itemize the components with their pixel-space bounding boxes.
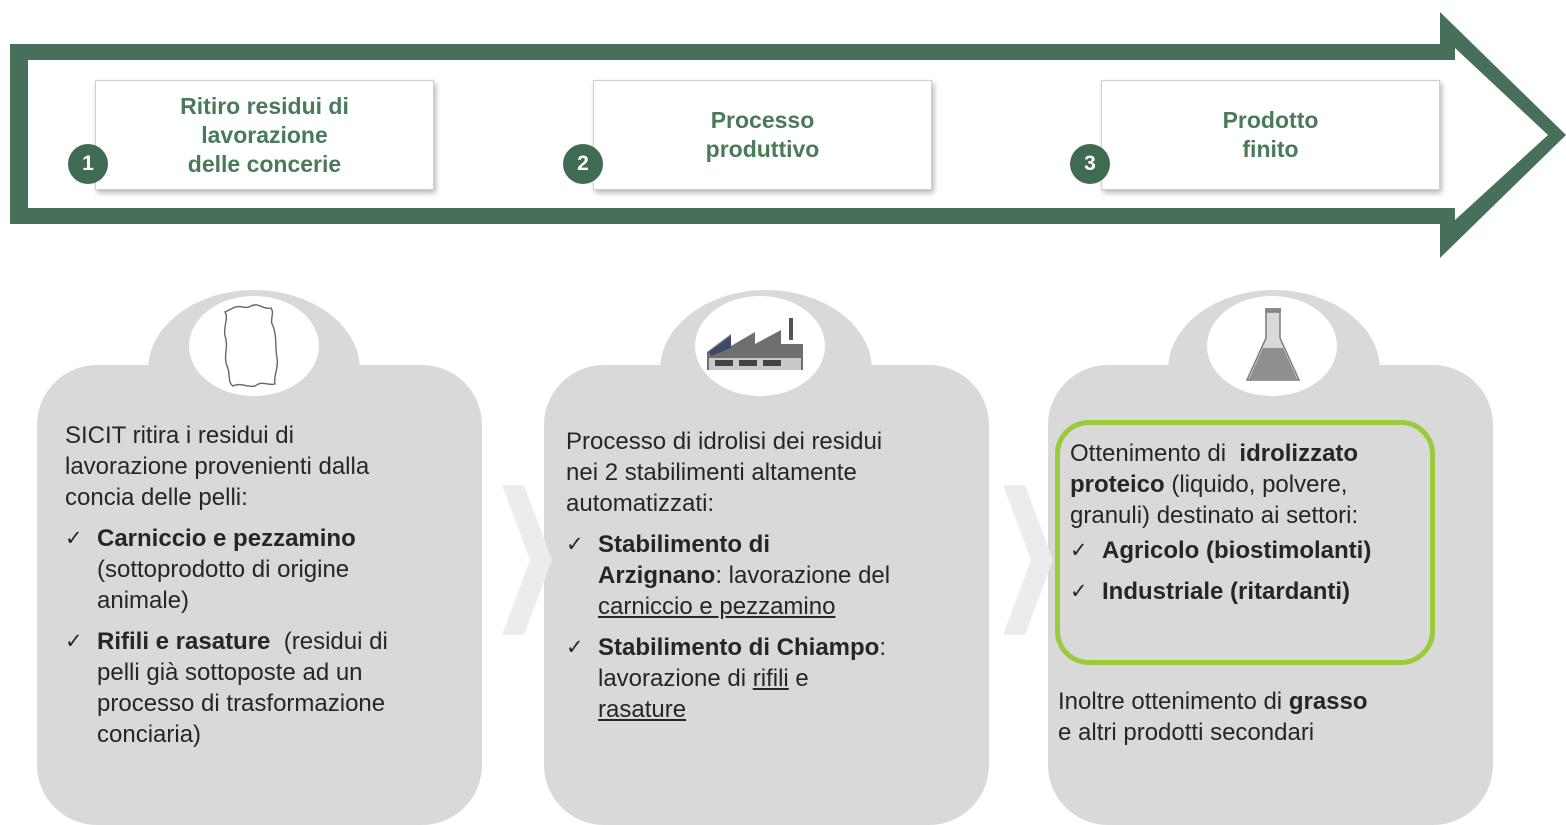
panel-3-extra-text: Inoltre ottenimento di grasso e altri pr… xyxy=(1058,686,1438,748)
panel-2-text: Processo di idrolisi dei residui nei 2 s… xyxy=(566,426,976,725)
panel-1-item-2-line: conciaria) xyxy=(97,721,202,748)
panel-3-extra-line: Inoltre ottenimento di xyxy=(1058,688,1289,715)
step-1-label-line1: Ritiro residui di xyxy=(180,92,349,119)
hide-icon xyxy=(223,304,279,388)
panel-2-item-2-bold: Stabilimento di Chiampo xyxy=(598,634,880,661)
step-1-number-badge: 1 xyxy=(68,144,108,184)
checkmark-icon: ✓ xyxy=(65,527,83,550)
panel-2 xyxy=(544,365,989,825)
panel-1-item-2-line: pelli già sottoposte ad un xyxy=(97,659,363,686)
process-arrow xyxy=(10,12,1566,258)
checkmark-icon: ✓ xyxy=(1070,539,1088,562)
step-1-label-line2: lavorazione xyxy=(201,121,328,148)
panel-2-item-2-rest: : xyxy=(879,634,887,661)
panel-3-intro-line: granuli) destinato ai settori: xyxy=(1070,502,1359,529)
step-2-number-badge: 2 xyxy=(563,144,603,184)
panel-1-text: SICIT ritira i residui di lavorazione pr… xyxy=(65,420,465,750)
panel-3-extra-line: e altri prodotti secondari xyxy=(1058,719,1315,746)
panel-2-intro-line: Processo di idrolisi dei residui xyxy=(566,428,883,455)
step-3-label-line2: finito xyxy=(1242,136,1299,162)
step-3-label-line1: Prodotto xyxy=(1222,107,1319,133)
flask-icon xyxy=(1245,308,1301,381)
panel-3-text: Ottenimento di idrolizzato proteico (liq… xyxy=(1070,438,1415,607)
panel-1-intro-line: concia delle pelli: xyxy=(65,484,248,511)
step-2-box: Processo produttivo xyxy=(593,80,932,190)
panel-3-item-1-bold: Agricolo (biostimolanti) xyxy=(1102,537,1372,564)
panel-1-intro-line: lavorazione provenienti dalla xyxy=(65,453,370,480)
chevron-right-icon xyxy=(1003,485,1053,635)
chevron-right-icon xyxy=(502,485,552,635)
panel-3-intro-text: (liquido, polvere, xyxy=(1164,471,1348,498)
panel-1-item-2-bold: Rifili e rasature xyxy=(97,628,271,655)
step-2-label-line2: produttivo xyxy=(705,136,820,162)
panel-3-icon-oval xyxy=(1207,296,1337,396)
panel-3-item-2-bold: Industriale (ritardanti) xyxy=(1102,578,1351,605)
panel-1-item-2-line: processo di trasformazione xyxy=(97,690,386,717)
checkmark-icon: ✓ xyxy=(566,533,584,556)
panel-2-item-1-rest: : lavorazione del xyxy=(715,562,891,589)
panel-2-intro-line: automatizzati: xyxy=(566,490,715,517)
step-3-number-badge: 3 xyxy=(1070,144,1110,184)
panel-1-item-1: ✓ Carniccio e pezzamino (sottoprodotto d… xyxy=(65,523,465,616)
checkmark-icon: ✓ xyxy=(65,630,83,653)
panel-2-item-1-bold: Arzignano xyxy=(598,562,716,589)
panel-2-icon-oval xyxy=(695,296,825,396)
panel-2-item-1: ✓ Stabilimento di Arzignano: lavorazione… xyxy=(566,529,976,622)
step-2-label-line1: Processo xyxy=(710,107,815,133)
factory-icon xyxy=(707,318,803,370)
panel-3-intro-text: Ottenimento di xyxy=(1070,440,1240,467)
panel-3-item-1: ✓ Agricolo (biostimolanti) xyxy=(1070,535,1415,566)
panel-1-item-1-line: animale) xyxy=(97,587,190,614)
arrow-outline xyxy=(10,12,1566,258)
step-3-box: Prodotto finito xyxy=(1101,80,1440,190)
panel-1-intro-line: SICIT ritira i residui di xyxy=(65,422,294,449)
panel-3-extra-bold: grasso xyxy=(1288,688,1368,715)
panel-3-intro-bold: idrolizzato xyxy=(1239,440,1359,467)
highlight-box xyxy=(1055,420,1435,665)
panel-1-icon-oval xyxy=(189,296,319,396)
panel-2-intro-line: nei 2 stabilimenti altamente xyxy=(566,459,857,486)
panel-2-item-1-underlined: carniccio e pezzamino xyxy=(598,593,836,620)
panel-1-item-2-rest: (residui di xyxy=(270,628,388,655)
panel-1 xyxy=(37,365,482,825)
panel-3-item-2: ✓ Industriale (ritardanti) xyxy=(1070,576,1415,607)
step-1-label-line3: delle concerie xyxy=(187,150,342,177)
panel-1-item-1-bold: Carniccio e pezzamino xyxy=(97,525,356,552)
panel-1-item-1-line: (sottoprodotto di origine xyxy=(97,556,350,583)
checkmark-icon: ✓ xyxy=(1070,580,1088,603)
panel-2-item-1-bold: Stabilimento di xyxy=(598,531,771,558)
panel-2-item-2-text: lavorazione di xyxy=(598,665,753,692)
panel-2-item-2-underlined: rifili xyxy=(752,665,789,692)
panel-3-intro-bold: proteico xyxy=(1070,471,1165,498)
panel-2-item-2-underlined: rasature xyxy=(598,696,687,723)
step-1-box: Ritiro residui di lavorazione delle conc… xyxy=(95,80,434,190)
checkmark-icon: ✓ xyxy=(566,636,584,659)
panel-2-item-2: ✓ Stabilimento di Chiampo: lavorazione d… xyxy=(566,632,976,725)
panel-2-item-2-text: e xyxy=(788,665,809,692)
panel-1-item-2: ✓ Rifili e rasature (residui di pelli gi… xyxy=(65,626,465,750)
